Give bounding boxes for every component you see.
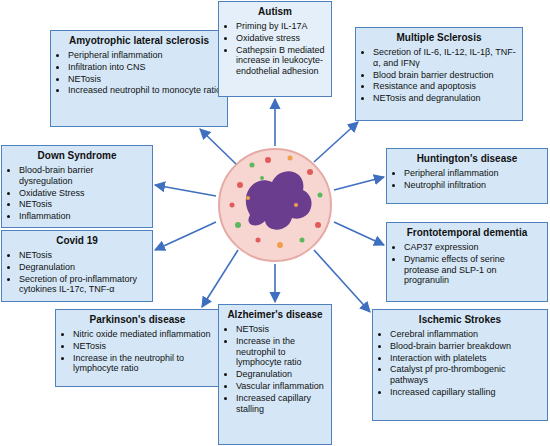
bullet-item: CAP37 expression [404,242,542,253]
bullet-item: Peripheral inflammation [404,168,542,179]
bullet-item: NETosis and degranulation [373,93,517,104]
bullet-item: Increase in the neutrophil to lymphocyte… [73,353,214,375]
bullet-item: Interaction with platelets [390,353,542,364]
bullet-item: Cerebral inflammation [390,329,542,340]
bullet-item: Peripheral inflammation [68,50,222,61]
bullet-list: Priming by IL-17AOxidative stressCatheps… [224,21,326,77]
granule [230,203,235,208]
granule [300,238,305,243]
granule [277,242,283,248]
granule [307,169,313,175]
bullet-item: Blood-brain barrier dysregulation [19,165,147,187]
box-heading: Down Syndrome [7,150,147,162]
disease-box: Amyotrophic lateral sclerosisPeripheral … [50,30,228,127]
bullet-item: Infiltration into CNS [68,62,222,73]
disease-box: Huntington's diseasePeripheral inflammat… [386,148,548,204]
disease-box: Ischemic StrokesCerebral inflammationBlo… [372,309,548,421]
cell-nucleus [246,171,312,229]
disease-box: AutismPriming by IL-17AOxidative stressC… [218,1,332,97]
arrow-group [155,99,384,312]
bullet-item: Inflammation [19,211,147,222]
bullet-list: Cerebral inflammationBlood-brain barrier… [378,329,542,398]
bullet-list: CAP37 expressionDynamic effects of serin… [392,242,542,286]
bullet-list: NETosisDegranulationSecretion of pro-inf… [7,250,147,295]
bullet-item: Blood-brain barrier breakdown [390,341,542,352]
arrow [274,264,276,302]
bullet-list: Peripheral inflammationNeutrophil infilt… [392,168,542,191]
arrow [334,222,384,245]
bullet-list: Secretion of IL-6, IL-12, IL-1β, TNF-α, … [361,47,517,104]
bullet-item: Oxidative stress [236,33,326,44]
bullet-list: Blood-brain barrier dysregulationOxidati… [7,165,147,222]
disease-box: Alzheimer's diseaseNETosisIncrease in th… [218,304,332,445]
bullet-item: NETosis [19,199,147,210]
bullet-item: Nitric oxide mediated inflammation [73,329,214,340]
box-heading: Ischemic Strokes [378,314,542,326]
bullet-item: Resistance and apoptosis [373,81,517,92]
disease-box: Down SyndromeBlood-brain barrier dysregu… [1,145,153,228]
granule [265,157,271,163]
box-heading: Multiple Sclerosis [361,32,517,44]
bullet-list: Nitric oxide mediated inflammationNETosi… [61,329,214,374]
arrow [202,250,238,307]
bullet-item: Catalyst pf pro-thrombogenic pathways [390,364,542,386]
neutrophil-cell [219,149,331,261]
bullet-item: Dynamic effects of serine protease and S… [404,254,542,286]
bullet-item: NETosis [68,74,222,85]
bullet-item: Neutrophil infiltration [404,180,542,191]
disease-box: Parkinson's diseaseNitric oxide mediated… [55,309,220,387]
granule [318,193,323,198]
bullet-item: NETosis [73,341,214,352]
arrow [314,250,370,312]
cell-membrane [219,149,331,261]
granule [294,203,298,207]
box-heading: Frontotemporal dementia [392,227,542,239]
bullet-item: Oxidative Stress [19,188,147,199]
arrow [155,222,216,250]
arrow [155,185,216,196]
bullet-item: Secretion of pro-inflammatory cytokines … [19,274,147,296]
box-heading: Alzheimer's disease [224,309,326,321]
arrow [200,129,236,164]
granule [256,238,261,243]
disease-box: Frontotemporal dementiaCAP37 expressionD… [386,222,548,302]
bullet-item: NETosis [236,324,326,335]
box-heading: Covid 19 [7,235,147,247]
bullet-item: Vascular inflammation [236,381,326,392]
bullet-list: NETosisIncrease in the neutrophil to lym… [224,324,326,414]
box-heading: Autism [224,6,326,18]
bullet-item: Secretion of IL-6, IL-12, IL-1β, TNF-α, … [373,47,517,69]
arrow [274,99,276,146]
granule [235,222,241,228]
arrow [314,122,358,162]
box-heading: Huntington's disease [392,153,542,165]
disease-box: Covid 19 NETosisDegranulationSecretion of… [1,230,153,302]
bullet-item: Priming by IL-17A [236,21,326,32]
bullet-item: Blood brain barrier destruction [373,70,517,81]
box-heading: Amyotrophic lateral sclerosis [56,35,222,47]
bullet-item: Increased capillary stalling [236,393,326,415]
bullet-item: Degranulation [19,262,147,273]
bullet-item: Cathepsin B mediated increase in leukocy… [236,45,326,77]
granule [288,156,293,161]
bullet-item: Increase in the neutrophil to lymphocyte… [236,336,326,368]
granule [260,176,264,180]
bullet-item: NETosis [19,250,147,261]
disease-box: Multiple SclerosisSecretion of IL-6, IL-… [355,27,523,121]
bullet-item: Degranulation [236,369,326,380]
granule [315,222,321,228]
granule [250,163,255,168]
bullet-item: Increased neutrophil to monocyte ratio [68,85,222,96]
arrow [334,177,384,190]
granule [246,196,250,200]
granule [237,182,243,188]
bullet-list: Peripheral inflammationInfiltration into… [56,50,222,96]
box-heading: Parkinson's disease [61,314,214,326]
bullet-item: Increased capillary stalling [390,387,542,398]
